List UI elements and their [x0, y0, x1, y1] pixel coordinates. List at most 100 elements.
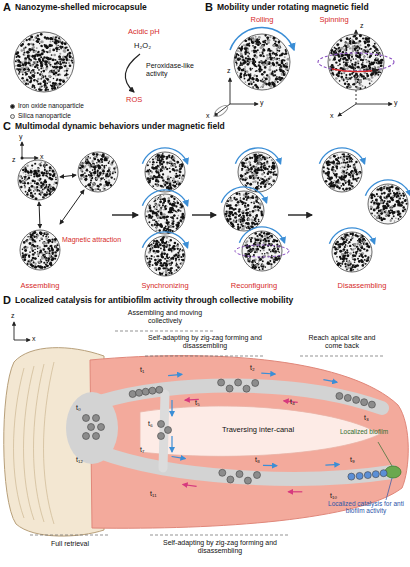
axis-label: x: [32, 335, 36, 343]
microcapsule: [145, 152, 185, 192]
motion-arrow: [325, 464, 339, 466]
microcapsule-dot: [356, 472, 363, 479]
panel-letter: B: [205, 1, 213, 14]
tooth: [4, 348, 409, 536]
callout-label: Localized catalysis for anti biofilm act…: [326, 500, 406, 515]
microcapsule: [20, 230, 60, 270]
region-label: Traversing inter-canal: [222, 426, 294, 435]
axis-label: x: [206, 112, 210, 120]
stage-note: Full retrieval: [51, 540, 89, 548]
microcapsule: [78, 152, 118, 192]
stage-note: Self-adapting by zig-zag forming and dis…: [150, 539, 290, 555]
axis-label: z: [11, 312, 15, 320]
microcapsule-dot: [254, 472, 261, 479]
product-label: ROS: [126, 96, 142, 105]
reaction-arrow: [125, 54, 140, 92]
rotation-arrow: [142, 232, 187, 248]
panel-title: Multimodal dynamic behaviors under magne…: [15, 122, 225, 132]
time-label: t₆: [148, 420, 153, 428]
callout-label: Localized biofilm: [340, 428, 388, 435]
microcapsule-dot: [158, 433, 165, 440]
rotation-arrow: [221, 187, 266, 203]
microcapsule-dot: [165, 427, 172, 434]
time-label: t₉: [350, 456, 355, 464]
time-label: t₄: [290, 398, 295, 406]
microcapsule-dot: [93, 433, 100, 440]
panel-letter: D: [3, 294, 11, 307]
microcapsule: [322, 152, 362, 192]
legend-text: Iron oxide nanoparticle: [18, 102, 84, 109]
microcapsule: [18, 160, 58, 200]
panel-title: Mobility under rotating magnetic field: [217, 3, 369, 13]
mode-label: Rolling: [251, 16, 274, 25]
microcapsule-dot: [368, 401, 375, 408]
panel-letter: A: [3, 1, 11, 14]
microcapsule: [368, 184, 408, 224]
rotation-arrow: [235, 148, 280, 164]
microcapsule-dot: [83, 433, 90, 440]
microcapsule-dot: [243, 385, 250, 392]
rotation-arrow: [329, 228, 374, 244]
panel-letter: C: [3, 120, 11, 133]
microcapsule: [145, 194, 185, 234]
time-label: t₅: [195, 399, 200, 407]
stage-note: Assembling and moving collectively: [115, 309, 215, 325]
microcapsule: [238, 152, 278, 192]
legend-swatch: [10, 114, 15, 119]
microcapsule: [332, 232, 372, 272]
microcapsule-dot: [380, 470, 387, 477]
rotation-arrow: [142, 148, 187, 164]
time-label: t₂: [250, 364, 255, 372]
rotation-arrow: [142, 190, 187, 206]
microcapsule-dot: [235, 379, 242, 386]
microcapsule: [224, 191, 264, 231]
legend-text: Silica nanoparticle: [18, 112, 71, 119]
microcapsule-dot: [88, 424, 95, 431]
condition-label: Acidic pH: [128, 28, 160, 37]
microcapsule-dot: [353, 396, 360, 403]
time-label: t₇: [140, 446, 144, 454]
panel-title: Nanozyme-shelled microcapsule: [15, 3, 147, 13]
microcapsule-dot: [364, 472, 371, 479]
step-label: Disassembling: [338, 282, 387, 291]
microcapsule-dot: [226, 385, 233, 392]
microcapsule-dot: [93, 415, 100, 422]
microcapsule-dot: [98, 424, 105, 431]
axis-label: z: [12, 156, 16, 164]
motion-arrow: [288, 491, 302, 492]
motion-arrow: [261, 373, 275, 375]
microcapsule-dot: [136, 389, 143, 396]
motion-arrow: [323, 380, 337, 383]
mode-label: Spinning: [319, 16, 348, 25]
microcapsule-dot: [156, 386, 163, 393]
microcapsule-dot: [372, 471, 379, 478]
motion-arrow: [263, 465, 277, 467]
microcapsule-dot: [361, 399, 368, 406]
microcapsule-dot: [336, 393, 343, 400]
time-label: t₁: [140, 366, 144, 374]
microcapsule-dot: [149, 387, 156, 394]
microcapsule: [234, 34, 290, 90]
panel-title: Localized catalysis for antibiofilm acti…: [15, 296, 293, 306]
axis-label: y: [394, 99, 398, 107]
microcapsule-dot: [252, 380, 259, 387]
step-label: Reconfiguring: [231, 282, 277, 291]
motion-arrow: [172, 457, 186, 459]
axis-label: z: [227, 67, 231, 75]
microcapsule-dot: [344, 394, 351, 401]
microcapsule-dot: [348, 473, 355, 480]
time-label: t₁₁: [150, 490, 157, 498]
step-label: Assembling: [21, 282, 60, 291]
rotation-arrow: [239, 227, 284, 243]
axis-label: y: [260, 99, 264, 107]
microcapsule: [242, 231, 282, 271]
axis-label: y: [19, 133, 23, 141]
time-label: t₀: [76, 404, 81, 412]
time-label: t₁₂: [76, 456, 83, 464]
microcapsule-dot: [158, 421, 165, 428]
stage-note: Reach apical site and come back: [302, 334, 382, 350]
microcapsule-dot: [236, 471, 243, 478]
activity-label: Peroxidase-like activity: [146, 62, 202, 78]
spin-orbit: [235, 245, 289, 257]
